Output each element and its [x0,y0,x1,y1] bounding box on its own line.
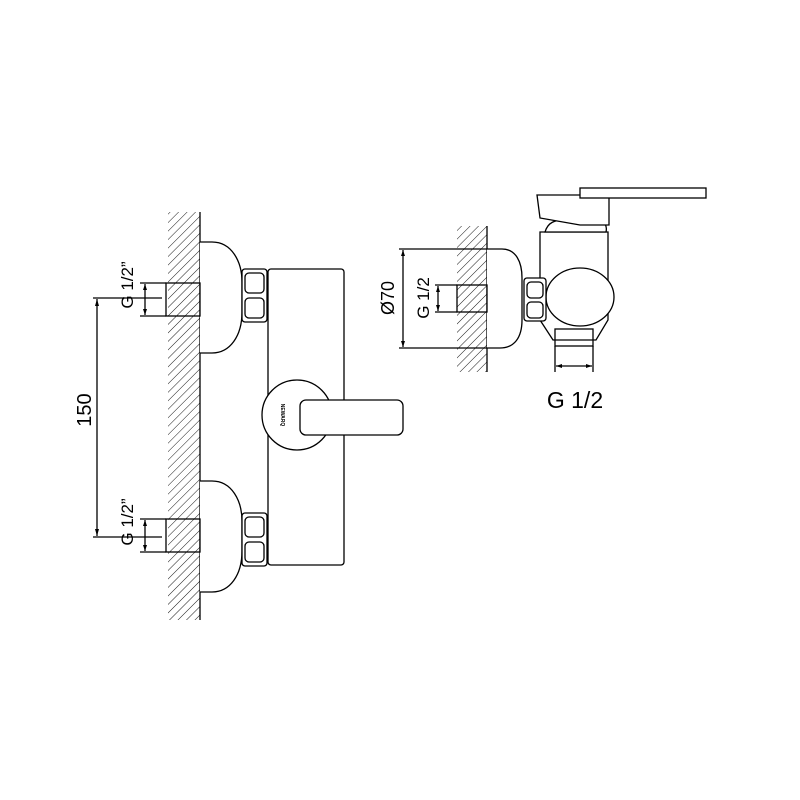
lower-escutcheon [200,480,243,593]
valve-dome [545,267,615,327]
upper-inlet-label: G 1/2” [118,261,137,309]
lever [579,187,707,199]
inlet-label: G 1/2 [414,277,433,319]
front-view: NEWARQ G 1/2” G 1/2” 150 [74,212,404,620]
side-view: Ø70 G 1/2 G 1/2 [378,187,707,413]
lower-inlet-label: G 1/2” [118,498,137,546]
escutcheon [487,248,523,349]
wall-hatch [168,212,200,620]
outlet-label: G 1/2 [547,387,603,413]
upper-thread [165,282,201,317]
lever-handle [299,399,404,436]
outlet-thread [554,328,594,347]
handle-head [536,194,610,226]
lower-thread [165,518,201,553]
wall-hatch [457,226,487,372]
logo: NEWARQ [279,404,285,427]
upper-nut [241,268,268,323]
lower-nut [241,512,268,567]
inlet-thread [456,284,488,313]
upper-escutcheon [200,241,243,354]
nut [523,277,547,322]
escutcheon-diameter-label: Ø70 [378,281,398,315]
spacing-label: 150 [74,393,96,426]
